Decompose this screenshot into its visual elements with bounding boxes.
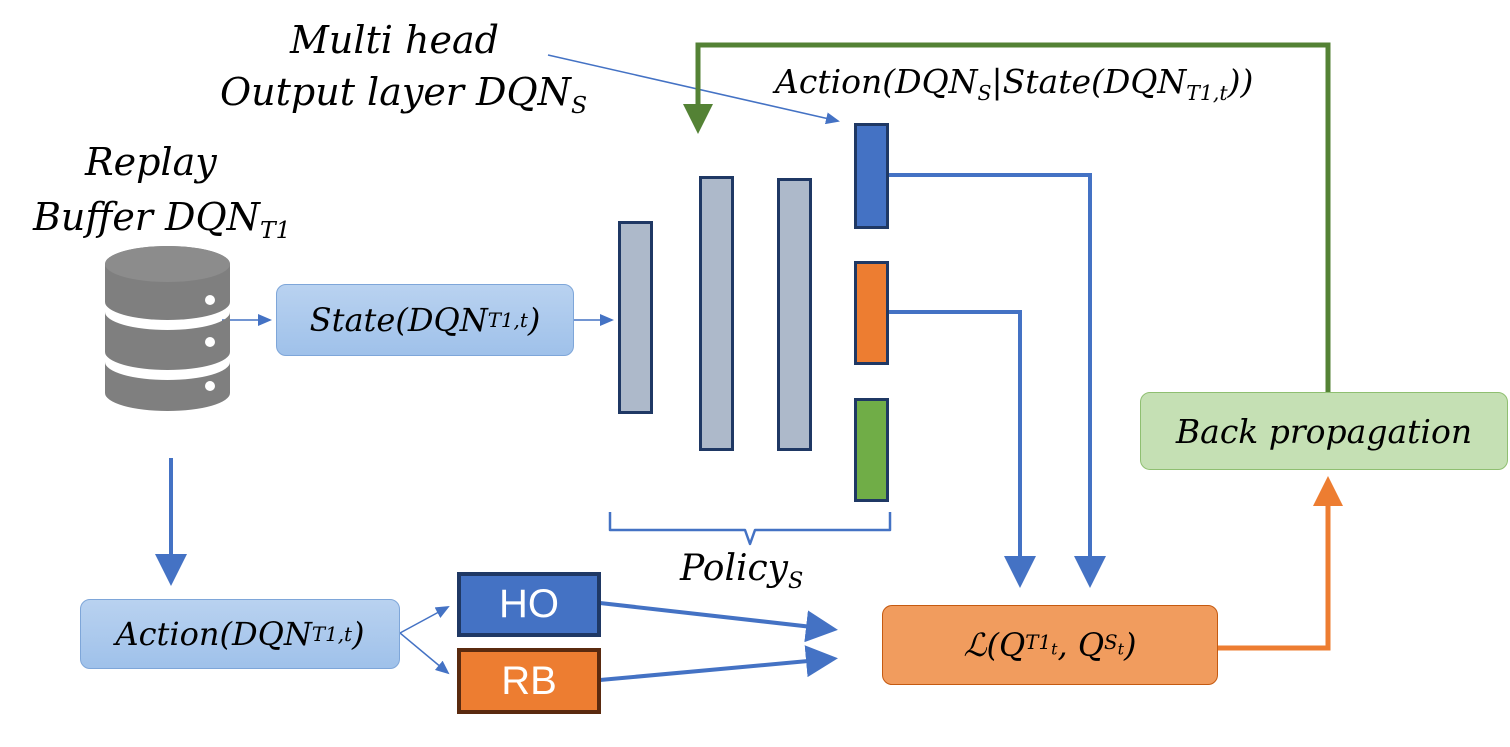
output-head-orange	[854, 261, 889, 365]
network-layer-3	[777, 178, 812, 451]
output-head-blue	[854, 123, 889, 229]
orange-head-to-loss-arrow	[888, 310, 1036, 588]
rb-box: RB	[457, 648, 601, 714]
back-propagation-box: Back propagation	[1140, 392, 1508, 470]
multi-head-label-line2: Output layer DQNS	[220, 70, 588, 120]
database-icon	[105, 246, 230, 411]
action-to-ho-arrow	[399, 606, 450, 634]
replay-buffer-label-line2: Buffer DQNT1	[33, 195, 291, 245]
replay-buffer-label-line1: Replay	[85, 140, 217, 184]
policy-brace	[608, 512, 892, 546]
policy-label: PolicyS	[680, 548, 804, 594]
loss-to-backprop-arrow	[1218, 476, 1343, 651]
multi-head-label-line1: Multi head	[290, 18, 499, 62]
blue-head-to-loss-arrow	[888, 173, 1106, 588]
action-to-rb-arrow	[399, 632, 450, 675]
multi-head-pointer-arrow	[547, 54, 840, 125]
ho-box: HO	[457, 572, 601, 637]
output-head-green	[854, 398, 889, 502]
action-output-label: Action(DQNS|State(DQNT1,t))	[775, 62, 1254, 106]
rb-to-loss-arrow	[599, 645, 838, 682]
ho-to-loss-arrow	[599, 601, 838, 643]
network-layer-1	[618, 221, 653, 414]
network-layer-2	[699, 176, 734, 451]
backprop-to-network-arrow	[683, 42, 1331, 392]
